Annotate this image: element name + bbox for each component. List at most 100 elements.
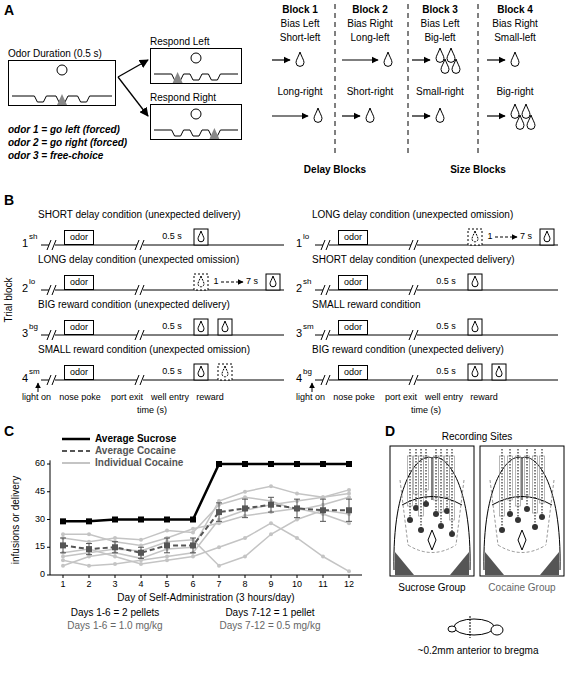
average-cocaine-point bbox=[60, 542, 66, 548]
group-label: Sucrose Group bbox=[398, 582, 465, 594]
error-cap bbox=[190, 538, 196, 539]
average-cocaine-point bbox=[268, 502, 274, 508]
chamber-heading: Odor Duration (0.5 s) bbox=[8, 48, 116, 60]
electrode-path bbox=[426, 449, 427, 504]
electrode-track bbox=[434, 456, 439, 500]
tick bbox=[323, 575, 324, 578]
error-cap bbox=[320, 521, 326, 522]
legend-sample bbox=[62, 438, 90, 441]
axis-break bbox=[414, 375, 418, 385]
average-sucrose-point bbox=[138, 517, 144, 523]
electrode-path bbox=[447, 449, 448, 511]
row-superscript: bg bbox=[29, 322, 38, 331]
dose-note: Days 1-6 = 1.0 mg/kg bbox=[67, 620, 162, 632]
row-number: 4 bbox=[296, 372, 302, 385]
brain-outline bbox=[394, 457, 470, 570]
port-marker bbox=[173, 72, 183, 83]
individual-point bbox=[87, 547, 91, 551]
individual-point bbox=[87, 564, 91, 568]
individual-point bbox=[113, 562, 117, 566]
recording-site bbox=[438, 523, 444, 529]
axis-break bbox=[47, 330, 51, 340]
axis-break bbox=[47, 285, 51, 295]
individual-point bbox=[139, 543, 143, 547]
individual-point bbox=[347, 569, 351, 573]
individual-point bbox=[243, 490, 247, 494]
axis-label: time (s) bbox=[411, 405, 441, 415]
individual-point bbox=[269, 521, 273, 525]
row-number: 3 bbox=[296, 327, 302, 340]
delay-arrow bbox=[342, 59, 378, 60]
electrode-path bbox=[535, 449, 536, 527]
water-drop bbox=[198, 276, 204, 287]
odor-pulse-box: odor bbox=[338, 320, 368, 335]
delay-label: 0.5 s bbox=[436, 276, 456, 286]
house-light bbox=[57, 65, 67, 75]
block-label: Block 4 bbox=[497, 4, 533, 16]
axis-break bbox=[326, 240, 330, 250]
individual-point bbox=[165, 558, 169, 562]
recording-site bbox=[413, 505, 419, 511]
tick bbox=[297, 575, 298, 578]
individual-point bbox=[217, 564, 221, 568]
axis-label: Day of Self-Administration (3 hours/day) bbox=[117, 592, 294, 604]
dark-region bbox=[450, 552, 469, 575]
individual-point bbox=[321, 495, 325, 499]
event-label: well entry bbox=[151, 392, 189, 402]
error-cap bbox=[268, 497, 274, 498]
axis-break bbox=[52, 375, 56, 385]
block-divider bbox=[408, 4, 409, 156]
reward-box bbox=[194, 274, 208, 290]
tick-label: 0 bbox=[40, 569, 45, 579]
delay-arrow bbox=[412, 115, 430, 116]
reward-box bbox=[218, 319, 232, 335]
individual-point bbox=[113, 536, 117, 540]
average-cocaine-point bbox=[320, 507, 326, 513]
average-cocaine-point bbox=[190, 542, 196, 548]
section-frame bbox=[480, 446, 564, 576]
individual-point bbox=[87, 555, 91, 559]
axis-label: time (s) bbox=[137, 405, 167, 415]
bias-label: Bias Left bbox=[281, 18, 320, 30]
axis-break bbox=[321, 240, 325, 250]
individual-cocaine-line bbox=[63, 508, 349, 545]
chamber-wall bbox=[151, 105, 242, 140]
water-drop bbox=[436, 48, 444, 62]
delay-label: 0.5 s bbox=[436, 366, 456, 376]
electrode-path bbox=[452, 449, 453, 534]
axis-break bbox=[326, 375, 330, 385]
average-sucrose-point bbox=[60, 518, 66, 524]
delay-arrow bbox=[272, 115, 308, 116]
average-cocaine-point bbox=[294, 505, 300, 511]
water-drop bbox=[452, 59, 460, 73]
delay-arrow bbox=[412, 59, 430, 60]
individual-cocaine-line bbox=[63, 510, 349, 566]
individual-point bbox=[243, 536, 247, 540]
section-frame bbox=[390, 446, 474, 576]
water-drop bbox=[222, 366, 228, 377]
individual-point bbox=[217, 545, 221, 549]
electrode-path bbox=[436, 449, 437, 514]
water-drop bbox=[472, 231, 478, 242]
individual-point bbox=[191, 530, 195, 534]
individual-point bbox=[191, 527, 195, 531]
error-cap bbox=[320, 499, 326, 500]
error-cap bbox=[164, 552, 170, 553]
coronal-section bbox=[480, 446, 564, 576]
axis-break bbox=[135, 240, 139, 250]
odor-label: odor bbox=[344, 232, 362, 243]
event-label: port exit bbox=[385, 392, 417, 402]
odor-label: odor bbox=[70, 322, 88, 333]
error-cap bbox=[86, 554, 92, 555]
axis-break bbox=[140, 240, 144, 250]
tick-label: 11 bbox=[318, 579, 327, 589]
tick bbox=[193, 575, 194, 578]
tick-label: 7 bbox=[216, 579, 221, 589]
odor-rule: odor 1 = go left (forced) bbox=[8, 124, 120, 136]
tick bbox=[141, 575, 142, 578]
recording-site bbox=[407, 517, 413, 523]
row-superscript: lo bbox=[303, 232, 309, 241]
condition-label: Short-right bbox=[347, 86, 394, 98]
error-cap bbox=[294, 517, 300, 518]
water-drop bbox=[366, 108, 374, 122]
